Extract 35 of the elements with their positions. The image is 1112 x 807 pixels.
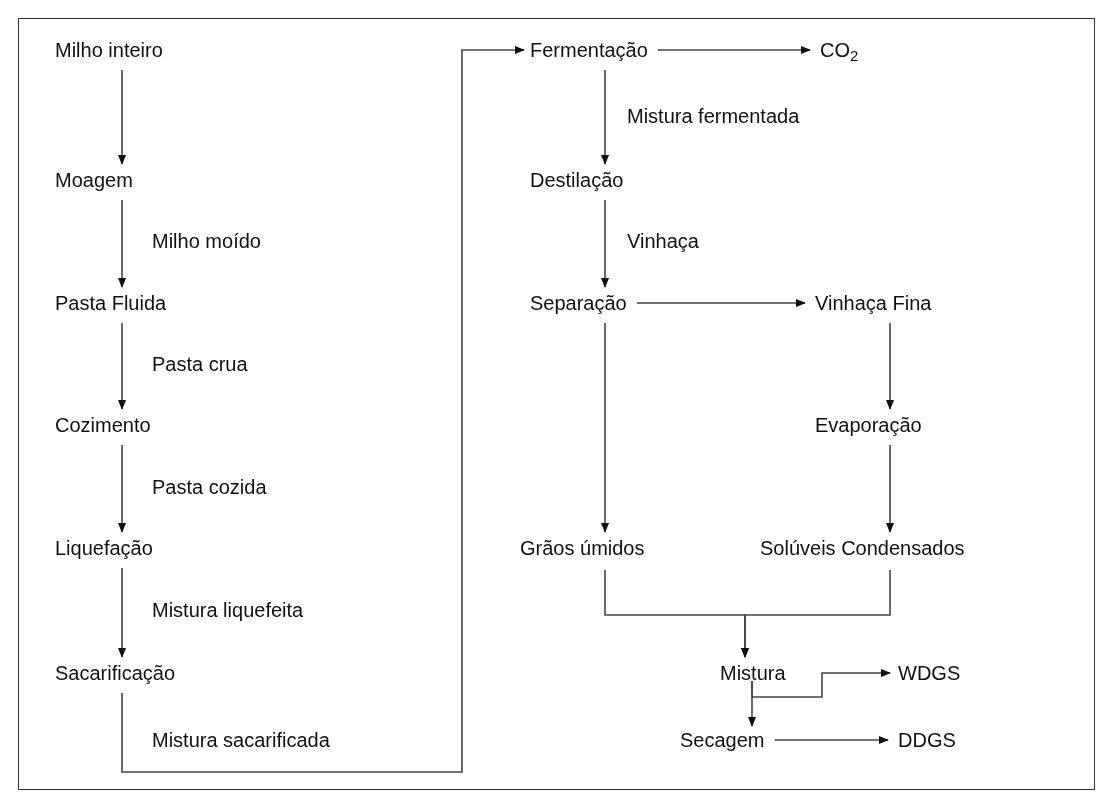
process-step: Mistura — [720, 661, 786, 685]
arrow — [601, 69, 609, 165]
process-step: Secagem — [680, 728, 765, 752]
process-step: WDGS — [898, 661, 961, 685]
arrow — [741, 569, 891, 658]
process-step: Separação — [530, 291, 627, 315]
process-step: Solúveis Condensados — [760, 536, 965, 560]
process-step: Milho inteiro — [55, 38, 163, 62]
arrow — [118, 444, 126, 533]
arrow — [886, 444, 894, 533]
process-step: Pasta Fluida — [55, 291, 167, 315]
arrow — [886, 322, 894, 410]
process-step: Liquefação — [55, 536, 153, 560]
arrow — [657, 46, 811, 54]
process-step: Grãos úmidos — [520, 536, 645, 560]
arrow — [118, 567, 126, 658]
arrow — [118, 199, 126, 288]
arrow — [118, 322, 126, 410]
process-step: Evaporação — [815, 413, 922, 437]
arrow — [635, 299, 806, 307]
process-step: CO$_{2}$ — [820, 38, 859, 62]
arrow — [748, 680, 756, 727]
process-step: Destilação — [530, 168, 624, 192]
arrow — [121, 46, 525, 773]
arrow — [118, 69, 126, 165]
process-step: DDGS — [898, 728, 956, 752]
arrow — [601, 322, 609, 533]
process-step: Fermentação — [530, 38, 648, 62]
arrow — [601, 199, 609, 288]
arrow — [751, 669, 891, 698]
arrow — [773, 736, 889, 744]
process-step: Moagem — [55, 168, 133, 192]
process-step: Sacarificação — [55, 661, 176, 685]
process-step: Vinhaça Fina — [815, 291, 932, 315]
process-step: Cozimento — [55, 413, 151, 437]
